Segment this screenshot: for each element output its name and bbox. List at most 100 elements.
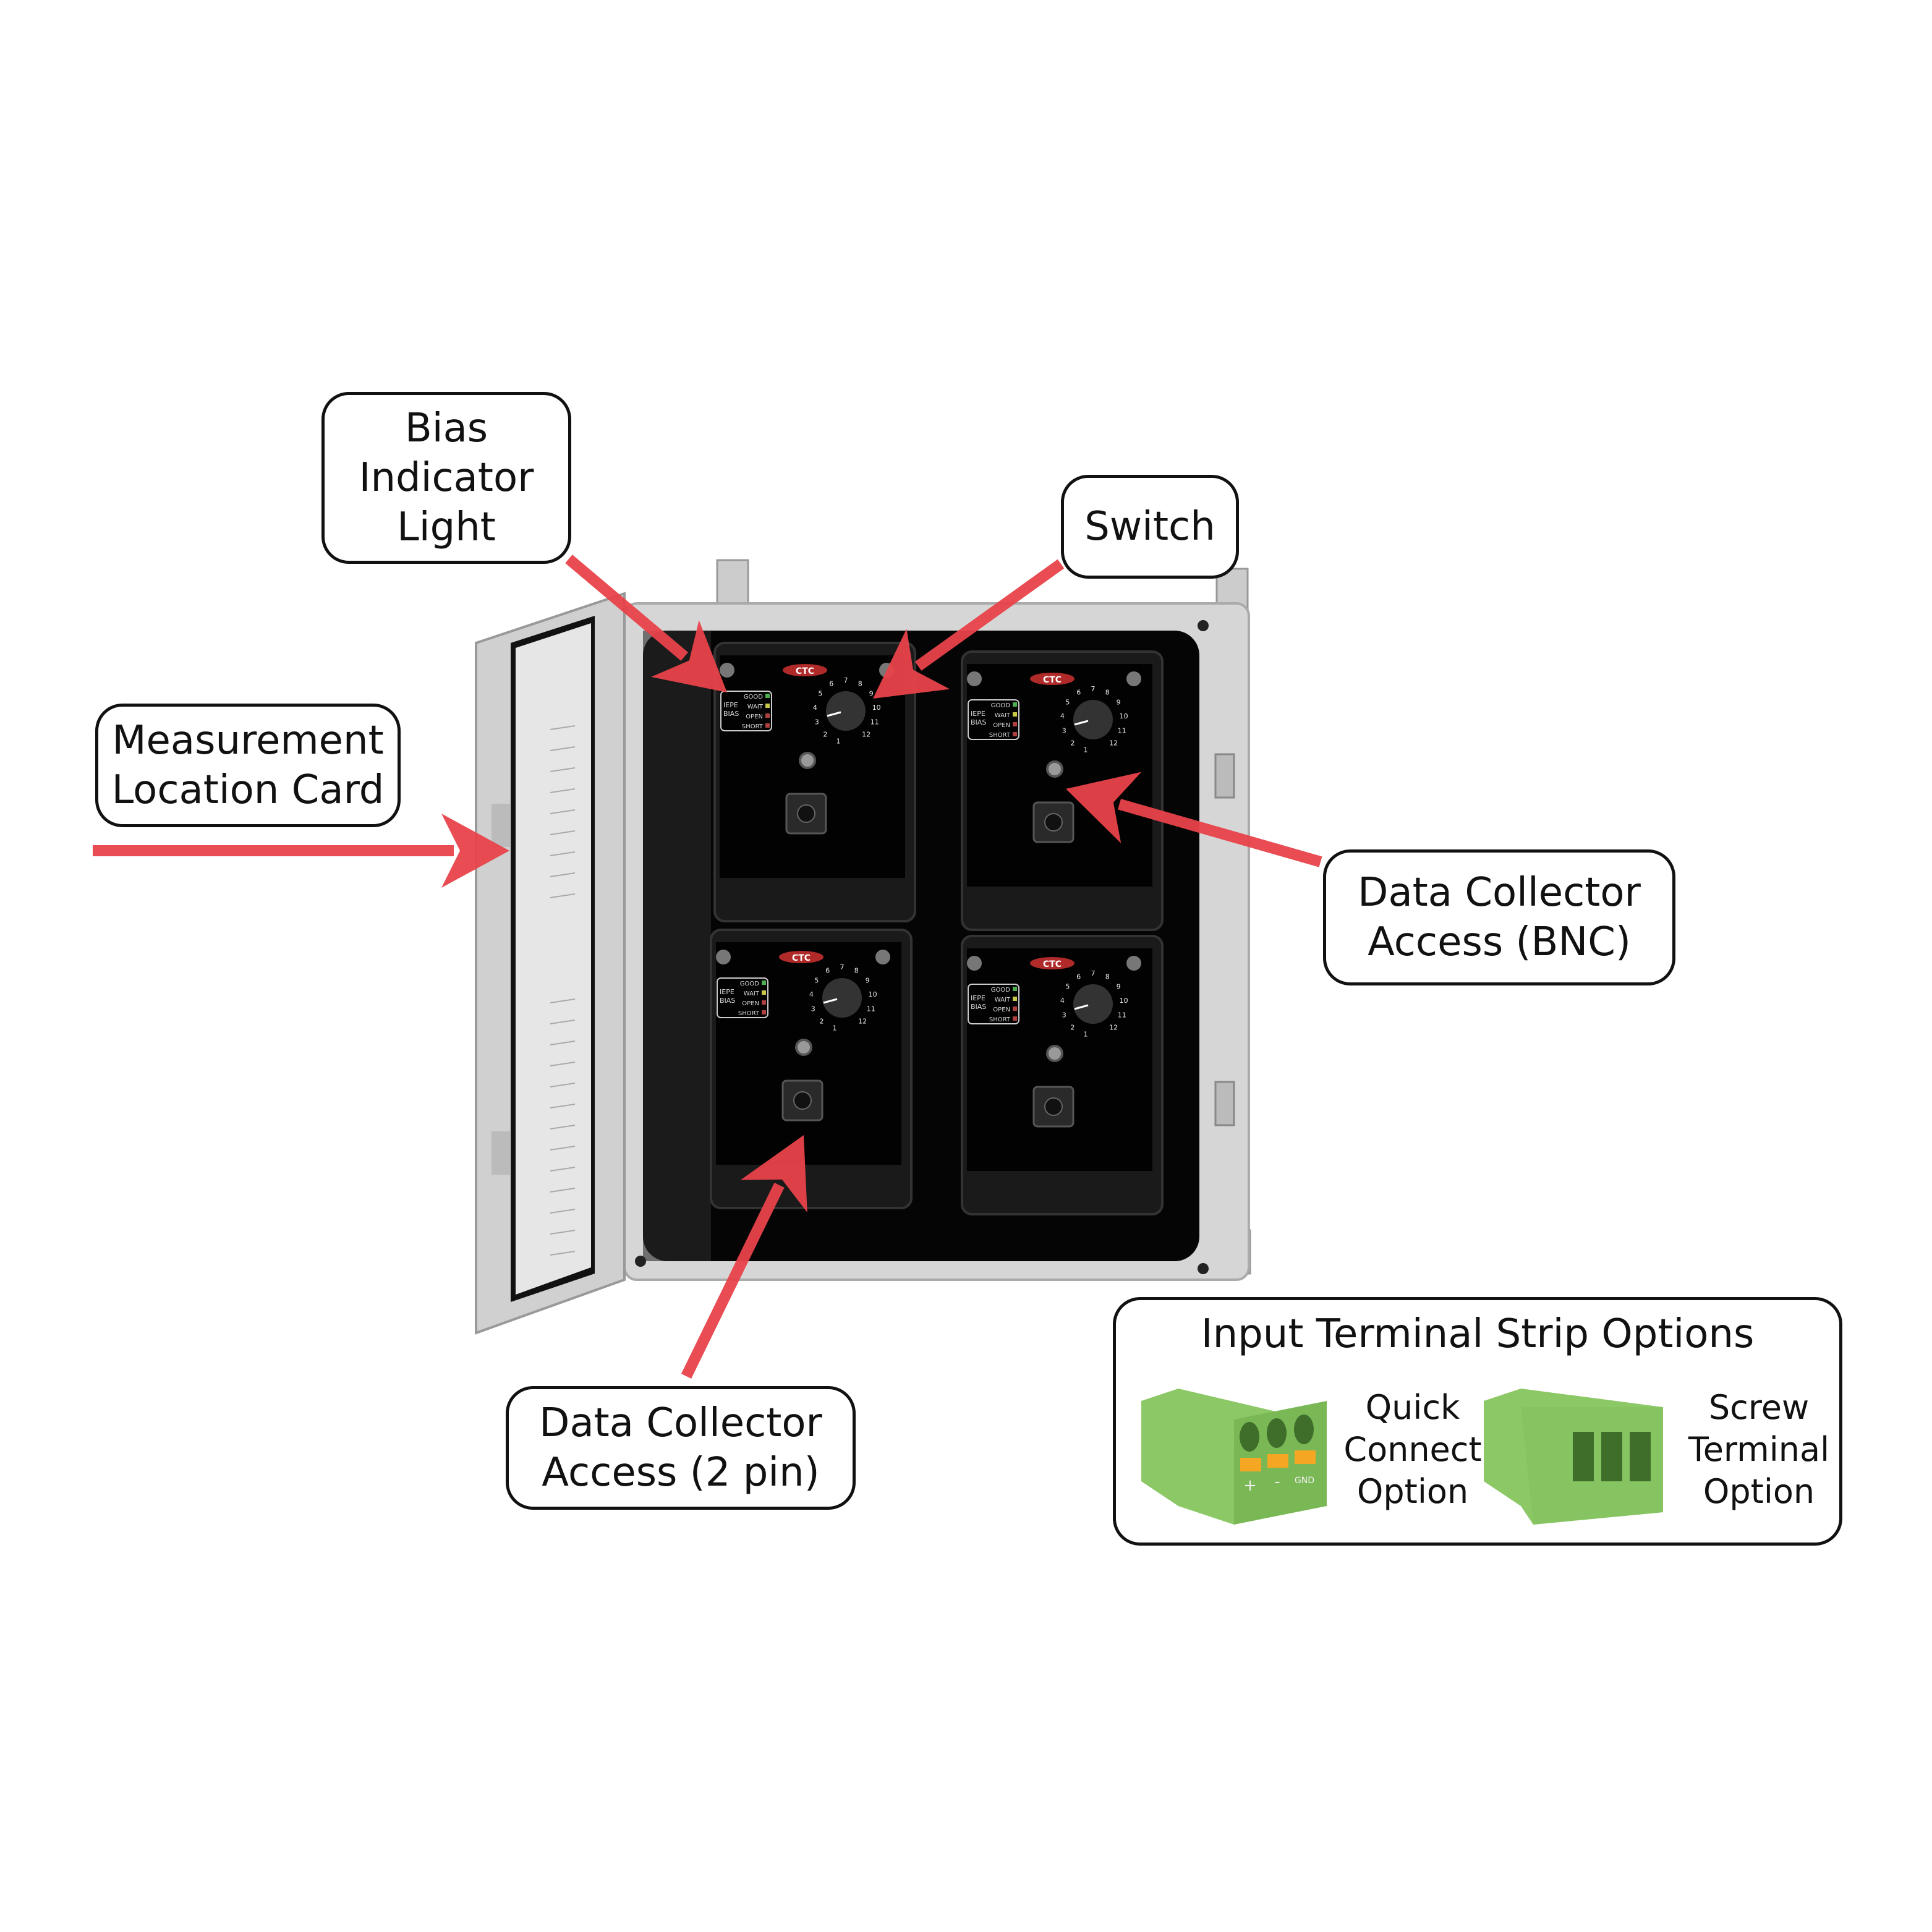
status-label: SHORT (738, 1010, 760, 1017)
card-line (550, 1125, 576, 1130)
card-line (550, 746, 576, 751)
status-label: WAIT (995, 712, 1011, 719)
status-label: WAIT (744, 990, 760, 997)
switch-position-label: 9 (866, 977, 870, 985)
two-pin-socket-icon (797, 804, 815, 823)
ctc-logo-text: CTC (792, 953, 811, 963)
ctc-logo-text: CTC (796, 666, 814, 676)
switch-position-label: 12 (858, 1017, 867, 1025)
card-line (550, 1040, 576, 1045)
latch (1214, 753, 1235, 799)
arrows (93, 555, 1322, 1379)
card-line (550, 767, 576, 772)
switch-position-label: 6 (829, 680, 833, 688)
rotary-switch-knob (1073, 700, 1113, 739)
switch-pointer (1074, 1004, 1089, 1010)
arrow-shaft (681, 1182, 785, 1379)
card-line (550, 1146, 576, 1151)
latch (1214, 1081, 1235, 1126)
arrow-head (740, 1135, 807, 1213)
option-text: Screw (1708, 1388, 1810, 1427)
rotary-switch-knob (1073, 984, 1113, 1024)
switch-position-label: 5 (814, 977, 819, 985)
callout-text: Indicator (359, 455, 534, 501)
status-led-icon (1013, 722, 1017, 726)
ctc-logo (779, 951, 823, 963)
card-line (550, 1019, 576, 1024)
arrow-shaft (1118, 799, 1322, 867)
status-led-icon (1013, 712, 1017, 717)
status-led-icon (765, 723, 770, 728)
switch-position-label: 3 (811, 1005, 815, 1013)
status-led-icon (765, 704, 770, 708)
switch-position-label: 5 (1065, 699, 1070, 707)
ctc-logo-text: CTC (1043, 675, 1062, 685)
screw-icon (875, 950, 890, 964)
status-label: GOOD (744, 694, 763, 700)
switch-position-label: 6 (825, 967, 830, 975)
switch-position-label: 10 (1120, 712, 1128, 720)
switch-position-label: 9 (1117, 699, 1121, 707)
bias-label: IEPE (723, 701, 738, 709)
status-label: OPEN (993, 1006, 1010, 1013)
status-label: WAIT (995, 997, 1011, 1003)
bias-label: IEPE (971, 710, 985, 718)
status-label: OPEN (746, 713, 763, 720)
callout-text: Switch (1084, 504, 1215, 550)
switch-position-label: 2 (823, 730, 827, 738)
screw-icon (967, 956, 982, 971)
status-led-icon (762, 990, 766, 995)
card-line (550, 893, 576, 898)
switch-position-label: 3 (1062, 727, 1066, 735)
status-led-icon (1013, 997, 1017, 1001)
status-led-icon (1013, 702, 1017, 707)
card-line (550, 725, 576, 730)
measurement-location-card (516, 623, 591, 1295)
switch-position-label: 8 (1105, 689, 1110, 697)
callout-arrow (873, 559, 1065, 699)
rotary-switch-knob (826, 691, 866, 731)
switch-position-label: 11 (1118, 1011, 1126, 1019)
switch-position-label: 12 (862, 730, 870, 738)
bias-label: BIAS (720, 997, 735, 1005)
card-line (550, 872, 576, 877)
two-pin-socket-icon (1044, 813, 1063, 832)
switch-position-label: 7 (840, 963, 845, 971)
quick-connect-label: Quick Connect Option (1338, 1387, 1487, 1513)
status-led-icon (1013, 987, 1017, 991)
switch-position-label: 5 (818, 690, 822, 698)
switch-position-label: 2 (819, 1017, 823, 1025)
status-label: GOOD (991, 702, 1010, 709)
callout-data-collector-2pin: Data Collector Access (2 pin) (506, 1386, 856, 1510)
bnc-connector-icon (1046, 760, 1063, 778)
callout-arrow (681, 1135, 807, 1379)
status-led-icon (762, 1000, 766, 1005)
interior-shadow (643, 631, 711, 1261)
card-line (550, 1230, 576, 1235)
status-label: GOOD (740, 981, 759, 987)
status-led-icon (1013, 732, 1017, 736)
arrow-shaft (565, 555, 689, 661)
card-line (550, 830, 576, 835)
status-label: SHORT (989, 732, 1011, 739)
card-line (550, 1188, 576, 1193)
corner-screw-icon (635, 1256, 646, 1267)
arrow-head (873, 629, 950, 699)
arrow-shaft (914, 559, 1065, 671)
corner-screw-icon (1198, 1263, 1209, 1274)
switch-position-label: 11 (870, 718, 879, 726)
callout-text: Measurement (112, 718, 384, 764)
bias-label: IEPE (720, 988, 734, 996)
switch-position-label: 2 (1070, 1023, 1075, 1031)
callout-text: Data Collector (539, 1400, 822, 1446)
callout-text: Location Card (111, 767, 385, 813)
switch-position-label: 4 (1060, 997, 1065, 1005)
corner-screw-icon (1198, 620, 1209, 631)
callout-text: Bias (404, 406, 488, 451)
screw-icon (716, 950, 731, 964)
screw-icon (967, 671, 982, 686)
card-line (550, 998, 576, 1003)
